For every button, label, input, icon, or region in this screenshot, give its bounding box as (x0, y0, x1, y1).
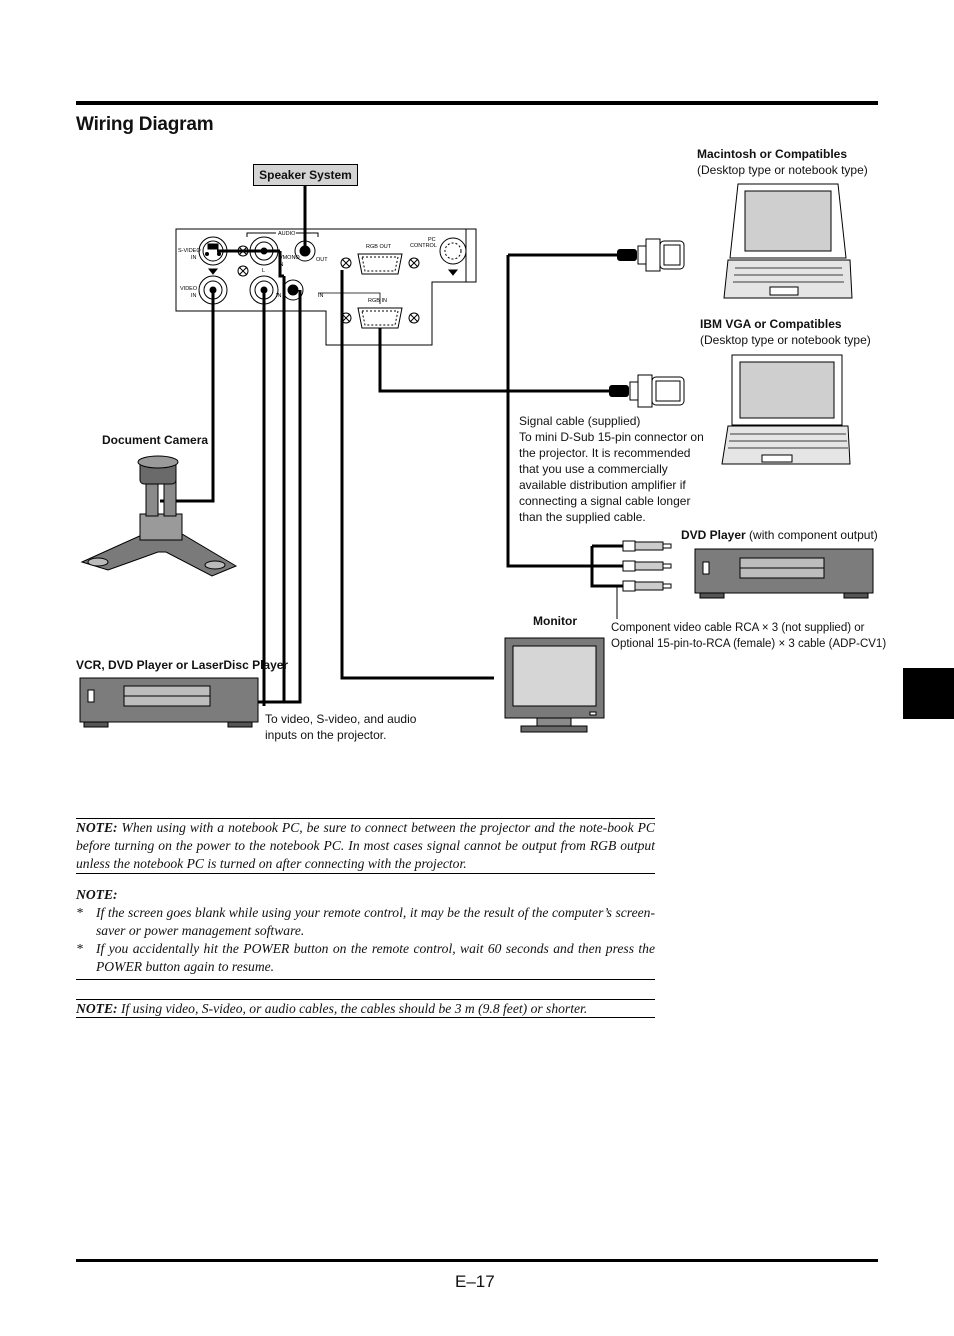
macintosh-subtitle: (Desktop type or notebook type) (697, 163, 868, 177)
signal-cable-line: connecting a signal cable longer (519, 494, 691, 508)
page-title: Wiring Diagram (76, 114, 214, 135)
note1-top-rule (76, 818, 655, 819)
label-r-in: IN (276, 293, 282, 299)
dvd-player-title: DVD Player (681, 528, 746, 542)
note1-bottom-rule (76, 873, 655, 874)
video-inputs-line: inputs on the projector. (265, 728, 387, 742)
wiring-diagram: AUDIO S-VIDEO IN VIDEO IN L/MONO IN OUT … (79, 183, 874, 733)
label-control: CONTROL (410, 243, 437, 249)
top-rule (76, 101, 878, 105)
ibm-title: IBM VGA or Compatibles (700, 317, 842, 331)
note2-item: * If the screen goes blank while using y… (76, 904, 655, 940)
page-number: E–17 (455, 1272, 495, 1291)
note-notebook: NOTE: When using with a notebook PC, be … (76, 819, 655, 873)
section-tab-marker (903, 668, 954, 719)
note3-bottom-rule (76, 1017, 655, 1018)
label-rgb-in: RGB IN (368, 298, 387, 304)
ibm-label: IBM VGA or Compatibles (Desktop type or … (700, 316, 871, 348)
component-cable-note: Component video cable RCA × 3 (not suppl… (611, 620, 886, 652)
label-out: OUT (316, 257, 328, 263)
signal-cable-line: that you use a commercially (519, 462, 668, 476)
vcr-label: VCR, DVD Player or LaserDisc Player (76, 658, 289, 672)
vcr-player (79, 677, 259, 728)
signal-cable-line: Signal cable (supplied) (519, 414, 641, 428)
label-video: VIDEO (180, 286, 198, 292)
label-svideo-in: IN (191, 255, 197, 261)
monitor (504, 637, 605, 733)
video-inputs-note: To video, S-video, and audio inputs on t… (265, 711, 416, 743)
label-audio-in: IN (318, 293, 324, 299)
bottom-rule (76, 1259, 878, 1262)
dvd-player (694, 548, 874, 599)
note1-text: When using with a notebook PC, be sure t… (76, 820, 655, 871)
label-audio: AUDIO (278, 231, 296, 237)
signal-cable-line: than the supplied cable. (519, 510, 646, 524)
signal-cable-note: Signal cable (supplied) To mini D-Sub 15… (519, 413, 704, 525)
dvd-player-label: DVD Player (with component output) (681, 527, 878, 543)
speaker-system-label: Speaker System (253, 164, 358, 186)
note-remote: NOTE: * If the screen goes blank while u… (76, 886, 655, 976)
note3-text: If using video, S-video, or audio cables… (120, 1001, 588, 1016)
ibm-subtitle: (Desktop type or notebook type) (700, 333, 871, 347)
ibm-laptop (721, 354, 851, 465)
note-cables: NOTE: If using video, S-video, or audio … (76, 1000, 655, 1018)
label-mono: L/MONO (278, 255, 300, 261)
label-l: L (262, 268, 265, 274)
note2-item-text: If you accidentally hit the POWER button… (96, 941, 655, 974)
signal-cable-line: available distribution amplifier if (519, 478, 686, 492)
label-svideo: S-VIDEO (178, 248, 201, 254)
rca-plugs (622, 540, 672, 592)
monitor-label: Monitor (533, 614, 577, 628)
macintosh-laptop (723, 183, 853, 299)
component-cable-line: Component video cable RCA × 3 (not suppl… (611, 622, 865, 634)
note2-bottom-rule (76, 979, 655, 980)
bullet-mark: * (76, 905, 83, 920)
bullet-mark: * (76, 941, 83, 956)
note3-top-rule (76, 999, 655, 1000)
note2-item: * If you accidentally hit the POWER butt… (76, 940, 655, 976)
cables (160, 184, 623, 706)
note1-label: NOTE: (76, 820, 118, 835)
dvd-player-suffix: (with component output) (745, 528, 878, 542)
note3-label: NOTE: (76, 1001, 118, 1016)
note2-label: NOTE: (76, 887, 118, 902)
vga-plug-top (617, 238, 685, 272)
component-cable-line: Optional 15-pin-to-RCA (female) × 3 cabl… (611, 638, 887, 650)
signal-cable-line: the projector. It is recommended (519, 446, 691, 460)
video-inputs-line: To video, S-video, and audio (265, 712, 417, 726)
document-camera-label: Document Camera (102, 433, 209, 447)
macintosh-title: Macintosh or Compatibles (697, 147, 848, 161)
signal-cable-line: To mini D-Sub 15-pin connector on (519, 430, 704, 444)
macintosh-label: Macintosh or Compatibles (Desktop type o… (697, 146, 868, 178)
label-pc: PC (428, 237, 436, 243)
label-video-in: IN (191, 293, 197, 299)
vga-plug-bottom (609, 374, 685, 408)
document-camera (80, 455, 238, 577)
label-rgb-out: RGB OUT (366, 244, 392, 250)
note2-item-text: If the screen goes blank while using you… (96, 905, 655, 938)
